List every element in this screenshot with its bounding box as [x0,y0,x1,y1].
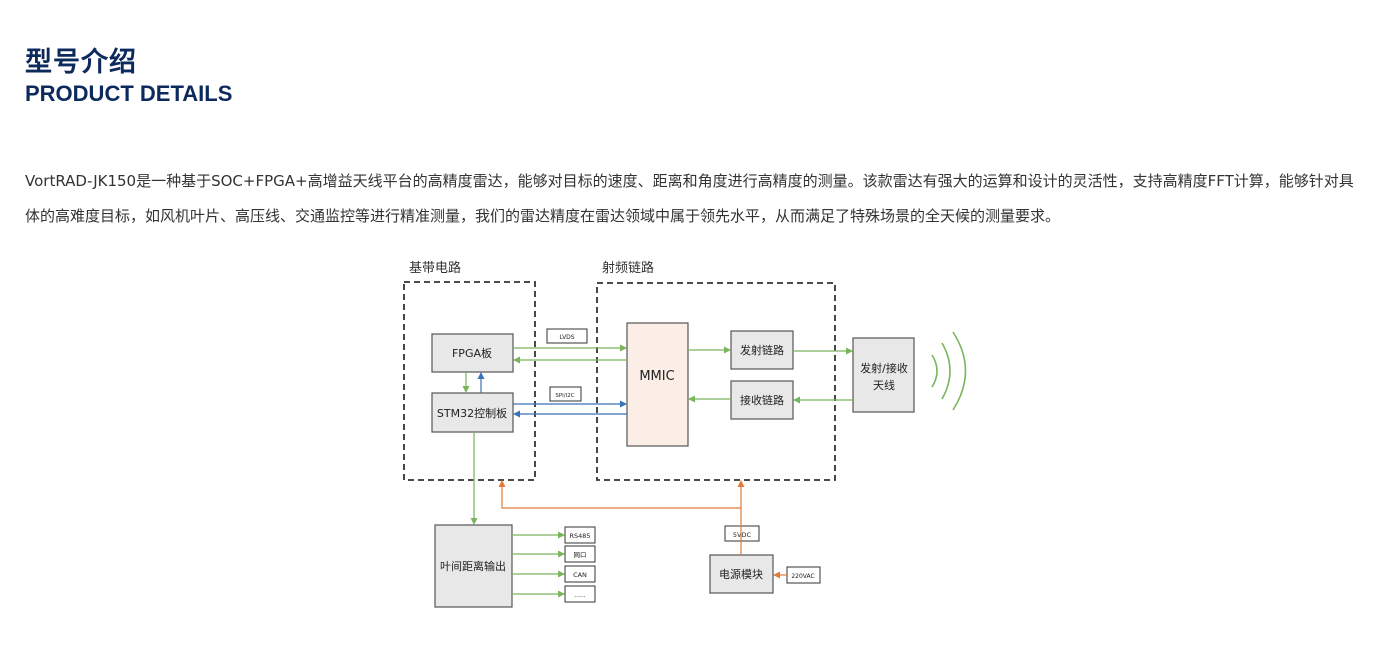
stm32-board-box [431,392,514,433]
lvds-tag-label: LVDS [559,334,574,341]
power-bus-to-baseband [498,480,742,555]
spi-i2c-tag [549,386,582,402]
vac-tag-label: 220VAC [791,573,814,580]
section-title-cn: 型号介绍 [25,47,137,78]
antenna-box [852,337,915,413]
rf-group-label: 射频链路 [602,260,654,276]
rx-chain-label: 接收链路 [740,393,784,407]
power-module-label: 电源模块 [719,567,763,581]
fpga-board-box [431,333,514,373]
can-tag-label: CAN [573,571,587,579]
product-description: VortRAD-JK150是一种基于SOC+FPGA+高增益天线平台的高精度雷达… [25,172,1354,225]
blue-signal-lines [477,372,627,418]
more-ports-tag-label: ...... [574,592,586,599]
output-label: 叶间距离输出 [440,559,506,573]
net-port-tag [564,545,596,563]
lvds-tag [546,328,588,344]
vdc-tag [724,525,760,542]
rs485-tag-label: RS485 [569,532,590,540]
power-module-box [709,554,774,594]
tx-chain-label: 发射链路 [740,343,784,357]
net-port-tag-label: 网口 [574,551,587,559]
can-tag [564,565,596,583]
antenna-label-line1: 发射/接收 [860,361,908,375]
radio-waves-icon [931,331,967,411]
fpga-board-label: FPGA板 [452,346,492,360]
mmic-box [626,322,689,447]
rx-chain-box [730,380,794,420]
antenna-label-line2: 天线 [873,378,895,392]
output-box [434,524,513,608]
mmic-label: MMIC [639,369,674,384]
rs485-tag [564,526,596,544]
more-ports-tag [564,585,596,603]
spi-i2c-tag-label: SPI/I2C [555,393,574,399]
tx-chain-box [730,330,794,370]
section-title-en: PRODUCT DETAILS [25,81,233,106]
baseband-group-label: 基带电路 [409,260,461,276]
baseband-group-frame [403,281,536,481]
green-signal-lines [462,344,853,598]
rf-group-frame [596,282,836,481]
orange-power-lines [498,480,787,579]
vdc-tag-label: 5VDC [733,531,752,539]
stm32-board-label: STM32控制板 [437,406,507,420]
